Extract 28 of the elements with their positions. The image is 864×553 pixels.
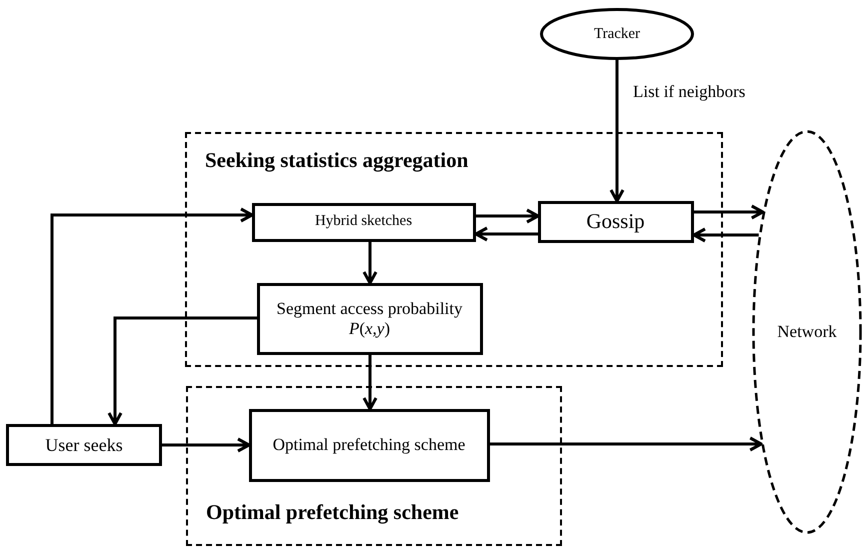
arrow — [162, 438, 250, 452]
arrow — [362, 355, 378, 410]
process-box — [6, 424, 162, 466]
process-box — [538, 200, 694, 242]
arrow — [362, 242, 378, 284]
box-label: User seeks — [45, 434, 123, 456]
arrow — [108, 316, 257, 426]
arrow — [610, 60, 624, 202]
arrow — [50, 208, 254, 424]
group-title: Seeking statistics aggregation — [205, 148, 468, 173]
box-label: Hybrid sketches — [314, 213, 412, 231]
node-label: Tracker — [594, 26, 640, 42]
edge-label: List if neighbors — [632, 82, 746, 102]
dashed-group-box — [186, 386, 562, 546]
box-label: Segment access probability P(x,y) — [275, 298, 464, 338]
process-box — [248, 408, 490, 482]
box-label: Optimal prefetching scheme — [272, 435, 466, 455]
arrow — [692, 228, 759, 242]
group-title: Optimal prefetching scheme — [206, 500, 459, 525]
process-box — [256, 282, 482, 354]
arrow — [694, 204, 764, 220]
arrow — [476, 208, 540, 224]
arrow — [474, 226, 538, 242]
box-label: Gossip — [586, 209, 645, 234]
dashed-group-box — [185, 132, 723, 367]
arrow — [490, 436, 763, 452]
node-label: Network — [777, 322, 837, 342]
process-box — [252, 202, 476, 242]
